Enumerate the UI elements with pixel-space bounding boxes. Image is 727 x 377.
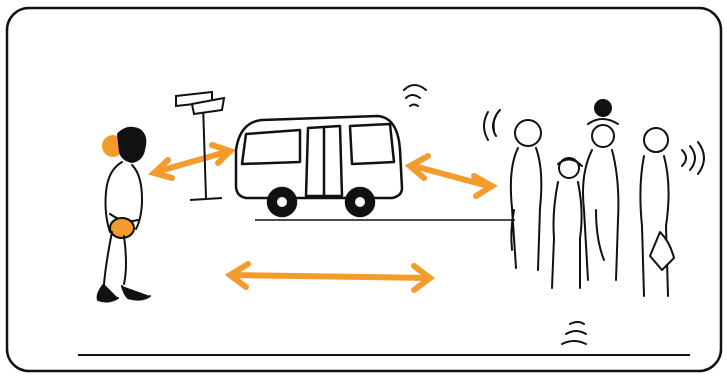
woman-hair <box>118 128 145 162</box>
handbag <box>110 218 134 238</box>
